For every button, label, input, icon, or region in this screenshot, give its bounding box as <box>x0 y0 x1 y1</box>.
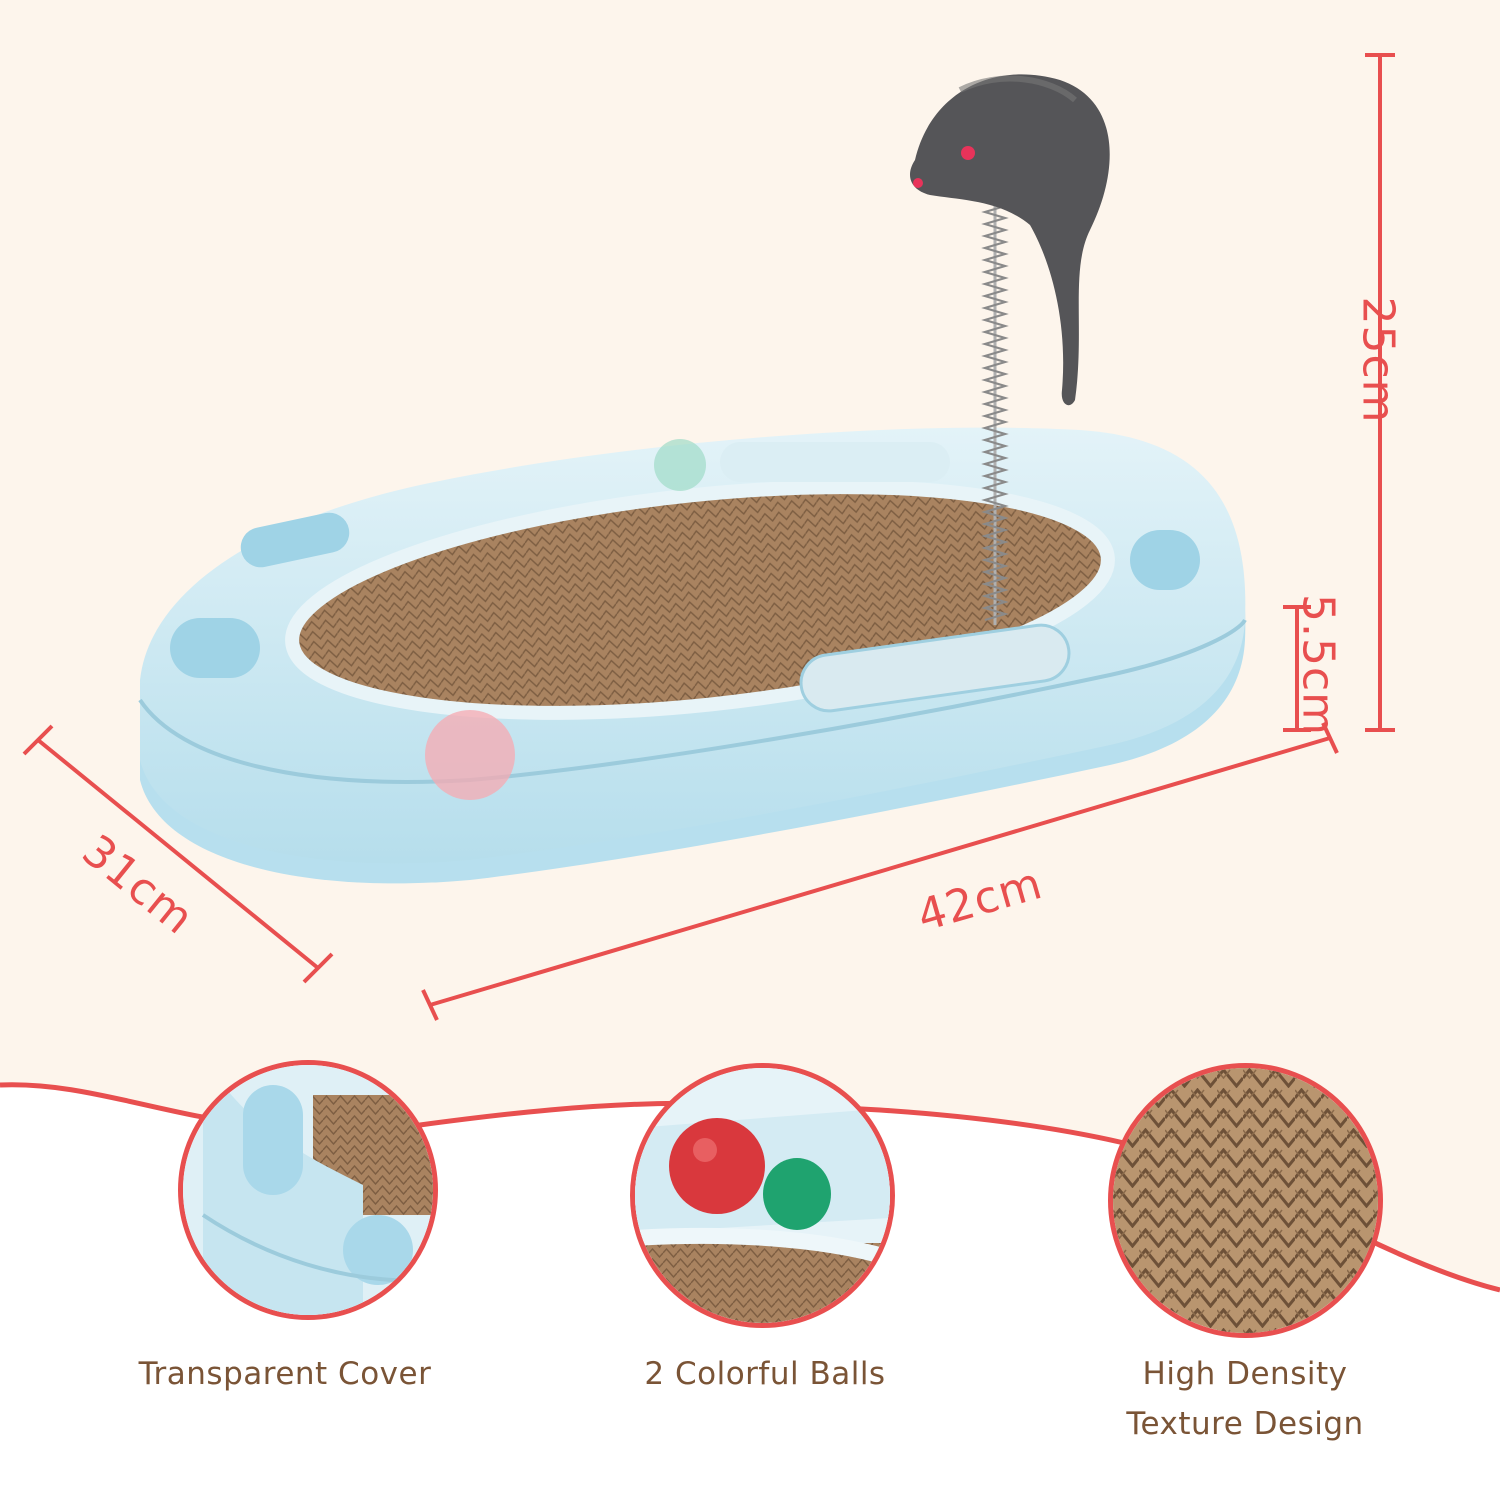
caption-texture-line2: Texture Design <box>1126 1406 1364 1442</box>
green-ball <box>654 439 706 491</box>
track-window <box>799 623 1071 713</box>
track-window <box>240 512 350 568</box>
tray-seam <box>138 618 1247 784</box>
feature-image-transparent-cover <box>178 1060 438 1320</box>
red-ball <box>425 710 515 800</box>
width-line <box>36 738 320 970</box>
track-window <box>720 442 950 482</box>
mouse-eye <box>961 146 975 160</box>
feature-image-colorful-balls <box>630 1063 895 1328</box>
mouse-body <box>910 74 1110 406</box>
spring-coil <box>981 168 1009 622</box>
dimension-height-total: 25cm <box>1352 296 1404 424</box>
spring-mouse-toy <box>910 74 1110 625</box>
track-window <box>1130 530 1200 590</box>
caption-colorful-balls: 2 Colorful Balls <box>644 1356 886 1392</box>
dimension-lines <box>22 53 1395 1021</box>
track-window <box>170 618 260 678</box>
feature-image-texture-design <box>1108 1063 1383 1338</box>
caption-transparent-cover: Transparent Cover <box>138 1356 432 1392</box>
scratcher-tray <box>138 427 1247 884</box>
mouse-nose <box>913 178 923 188</box>
caption-texture-line1: High Density <box>1142 1356 1348 1392</box>
dimension-height-base: 5.5cm <box>1292 593 1344 737</box>
length-line <box>429 736 1331 1007</box>
